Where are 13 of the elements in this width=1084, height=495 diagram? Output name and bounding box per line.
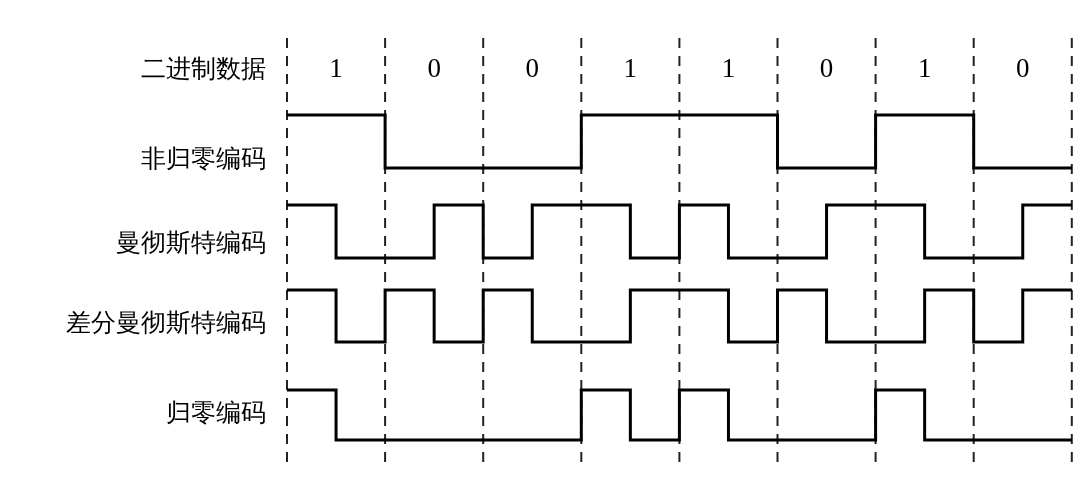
bit-value: 0 [818,52,835,84]
bit-value: 0 [524,52,540,84]
row-label: 曼彻斯特编码 [116,226,266,259]
bit-value: 0 [1015,52,1031,84]
row-label: 二进制数据 [141,52,266,85]
bit-value: 1 [720,52,737,84]
bit-value: 1 [328,52,344,84]
row-label: 差分曼彻斯特编码 [66,306,266,339]
bit-value: 1 [622,52,639,84]
row-label: 非归零编码 [141,142,266,175]
bit-value: 1 [916,52,933,84]
row-label: 归零编码 [166,396,266,429]
bit-value: 0 [426,52,442,84]
